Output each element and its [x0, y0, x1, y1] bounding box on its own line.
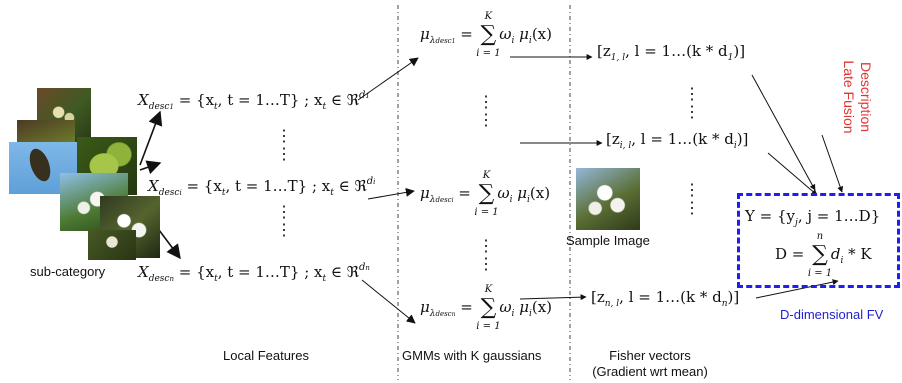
- local-feature-eq-n: Xdescn = {xt, t = 1…T} ; xt ∈ ℜdn: [138, 262, 370, 284]
- local-feature-eq-1: Xdesc1 = {xt, t = 1…T} ; xt ∈ ℜd1: [138, 90, 370, 112]
- description-late-fusion-label: Description Late Fusion: [840, 32, 874, 162]
- fv-y-eq: Y = {yj, j = 1…D}: [745, 207, 881, 228]
- arrow-fisher-i-to-fv: [767, 152, 818, 196]
- branch-shape: [25, 145, 55, 185]
- ellipsis-fisher-lower-2: ⋮: [684, 198, 700, 217]
- arrow-image-to-feature-i: [139, 160, 162, 175]
- ellipsis-features-upper-2: ⋮: [276, 144, 292, 163]
- arrow-feature-i-to-gmm: [367, 187, 415, 200]
- sample-image-label: Sample Image: [566, 233, 650, 248]
- ellipsis-gmm-lower: ⋮: [478, 236, 494, 255]
- description-text: Description: [858, 61, 874, 133]
- fisher-vectors-subtitle: (Gradient wrt mean): [592, 364, 708, 379]
- fisher-eq-n: [zn, l, l = 1…(k * dn)]: [591, 288, 740, 309]
- arrow-fisher-n-to-fv: [755, 279, 839, 299]
- local-feature-eq-i: Xdesci = {xt, t = 1…T} ; xt ∈ ℜdi: [148, 176, 376, 198]
- late-fusion-text: Late Fusion: [841, 60, 857, 134]
- arrow-feature-n-to-gmm: [361, 279, 416, 324]
- fisher-vectors-label: Fisher vectors (Gradient wrt mean): [590, 348, 710, 380]
- ellipsis-features-lower-2: ⋮: [276, 220, 292, 239]
- ellipsis-gmm-upper: ⋮: [478, 92, 494, 111]
- ellipsis-fisher-lower: ⋮: [684, 180, 700, 199]
- ellipsis-features-lower: ⋮: [276, 202, 292, 221]
- arrow-late-fusion-to-fv: [821, 134, 844, 193]
- arrow-gmm-n-to-fisher: [519, 294, 587, 301]
- d-dimensional-fv-label: D-dimensional FV: [780, 307, 884, 322]
- ellipsis-features-upper: ⋮: [276, 126, 292, 145]
- arrow-image-to-feature-1: [139, 110, 163, 166]
- local-features-label: Local Features: [223, 348, 309, 363]
- ellipsis-fisher-upper: ⋮: [684, 84, 700, 103]
- sample-image: [576, 168, 640, 230]
- ellipsis-fisher-upper-2: ⋮: [684, 102, 700, 121]
- gmms-label: GMMs with K gaussians: [402, 348, 542, 363]
- fisher-vectors-title: Fisher vectors: [609, 348, 691, 363]
- sub-category-label: sub-category: [30, 264, 106, 279]
- ellipsis-gmm-upper-2: ⋮: [478, 110, 494, 129]
- fv-dashed-box: [737, 193, 900, 288]
- arrow-fisher-1-to-fv: [751, 74, 816, 191]
- fisher-eq-1: [z1, l, l = 1…(k * d1)]: [597, 42, 746, 63]
- arrow-feature-1-to-gmm: [357, 57, 419, 101]
- photo-flowers-bottom: [88, 230, 136, 260]
- ellipsis-gmm-lower-2: ⋮: [478, 254, 494, 273]
- fisher-eq-i: [zi, l, l = 1…(k * di)]: [606, 130, 749, 151]
